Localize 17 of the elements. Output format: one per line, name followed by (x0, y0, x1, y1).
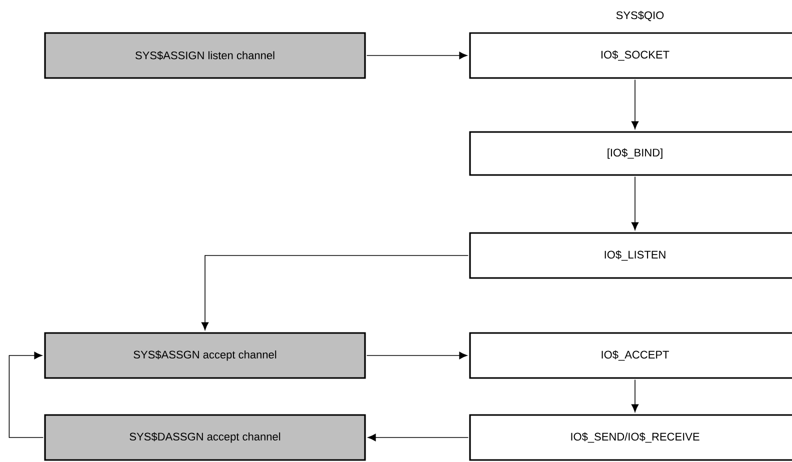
arrow (366, 352, 468, 360)
channel-box: SYS$ASSGN accept channel (44, 332, 366, 379)
arrow (631, 176, 639, 230)
arrow (366, 52, 468, 60)
column-heading: SYS$QIO (616, 10, 664, 22)
function-box: IO$_SOCKET (469, 32, 792, 79)
arrow (631, 79, 639, 130)
function-box: IO$_LISTEN (469, 232, 792, 279)
function-box: IO$_ACCEPT (469, 332, 792, 379)
arrow (201, 255, 469, 330)
arrow (8, 352, 44, 438)
function-box: IO$_SEND/IO$_RECEIVE (469, 414, 792, 461)
arrow (368, 434, 469, 442)
channel-box: SYS$ASSIGN listen channel (44, 32, 366, 79)
channel-box: SYS$DASSGN accept channel (44, 414, 366, 461)
function-box: [IO$_BIND] (469, 131, 792, 176)
arrow (631, 379, 639, 412)
